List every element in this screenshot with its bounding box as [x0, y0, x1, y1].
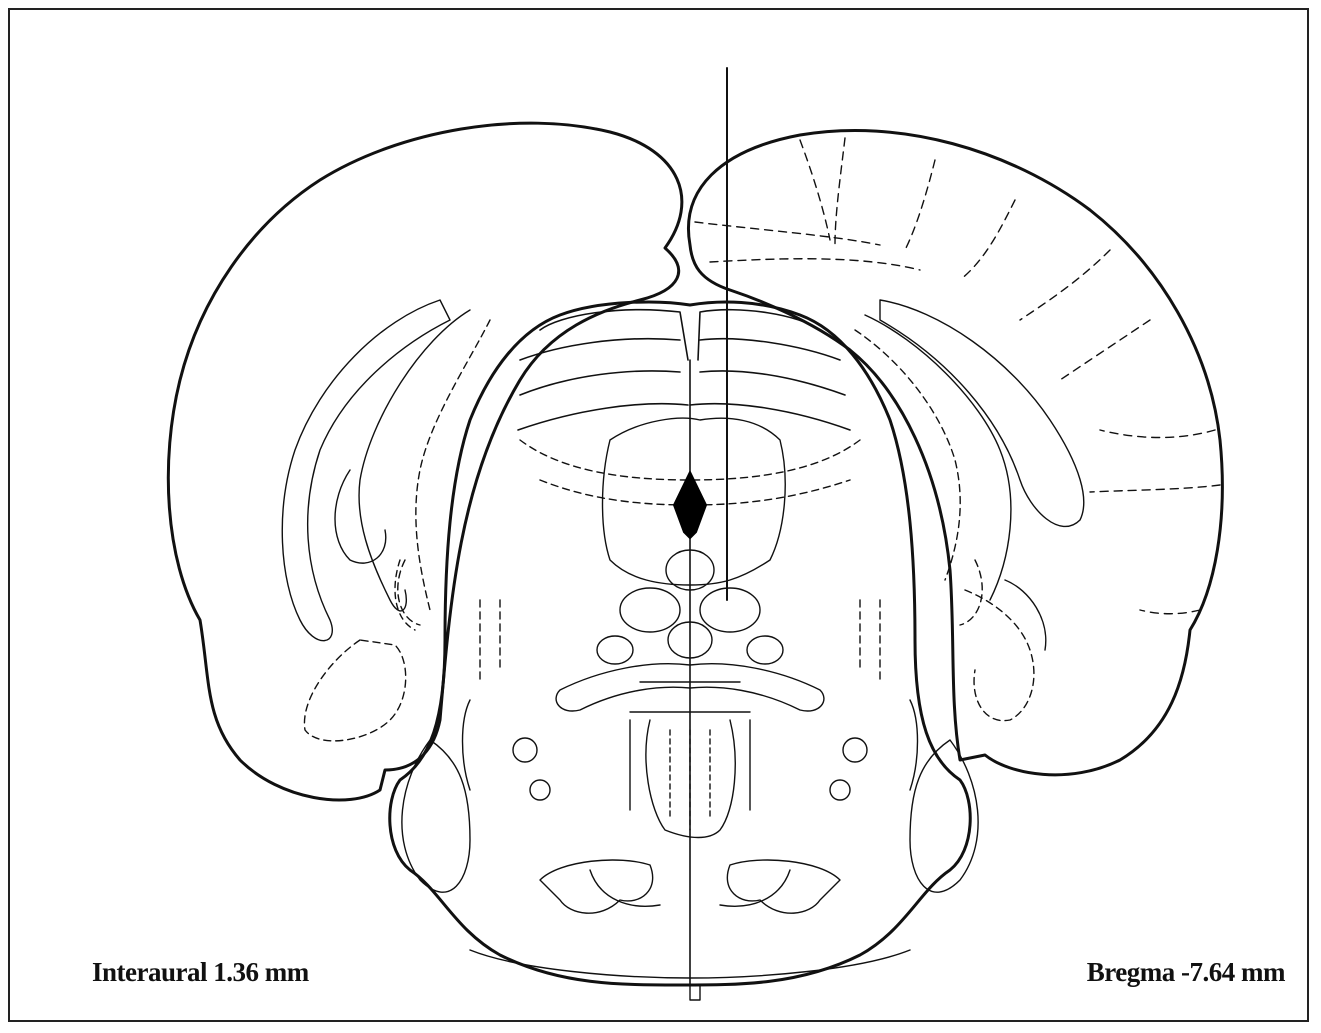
left-hemisphere — [168, 123, 682, 800]
left-hippocampus — [282, 300, 490, 741]
superior-colliculus — [518, 310, 850, 430]
lesion-marker-icon — [674, 472, 706, 538]
interaural-coordinate-label: Interaural 1.36 mm — [92, 957, 309, 988]
right-hippocampus — [855, 300, 1084, 721]
bregma-coordinate-label: Bregma -7.64 mm — [1087, 957, 1285, 988]
right-hemisphere — [688, 130, 1222, 774]
